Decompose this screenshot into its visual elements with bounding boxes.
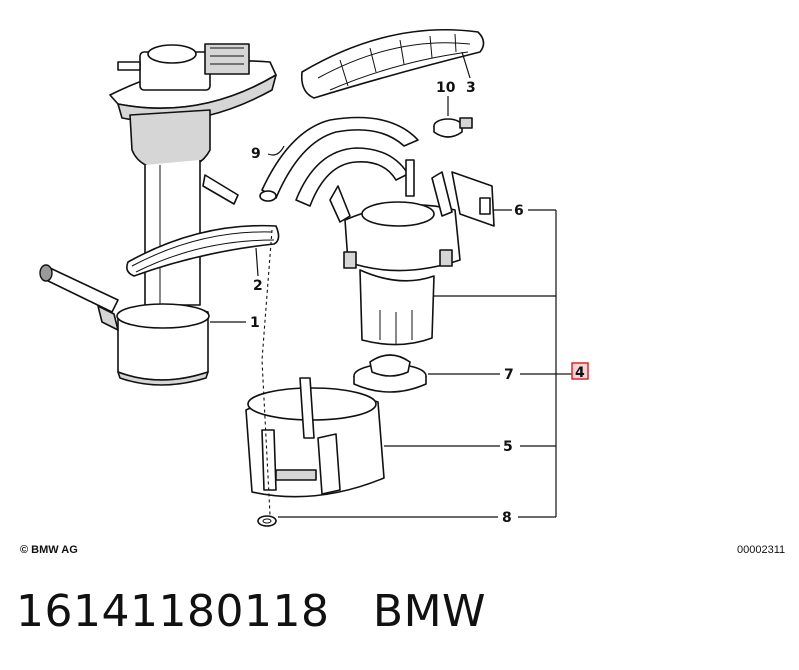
- callout-3: 3: [466, 80, 476, 96]
- part-3-lock-ring: [300, 28, 485, 99]
- brand-name: BMW: [372, 586, 487, 637]
- part-8-o-ring: [257, 515, 277, 527]
- callout-10: 10: [436, 80, 456, 96]
- leader-lines: [210, 51, 572, 518]
- part-number: 16141180118: [16, 586, 330, 637]
- part-5-bracket: [245, 377, 385, 498]
- callout-8: 8: [502, 510, 512, 526]
- copyright-notice: © BMW AG: [20, 544, 78, 556]
- callout-2: 2: [253, 278, 263, 294]
- part-number-title: 16141180118 BMW: [16, 586, 486, 637]
- part-2-gasket: [126, 224, 280, 277]
- parts-diagram: 1 2 3 10 9 6 7 5 8 4 © BMW AG 00002311: [20, 28, 785, 556]
- drawing-number: 00002311: [737, 544, 785, 556]
- part-9-fuel-hose: [259, 116, 419, 207]
- callout-7: 7: [504, 367, 514, 383]
- callout-9: 9: [251, 146, 261, 162]
- callout-5: 5: [503, 439, 513, 455]
- callout-4-highlight-box[interactable]: [571, 362, 589, 380]
- callout-1: 1: [250, 315, 260, 331]
- assembly-guide-line: [261, 229, 273, 516]
- callout-4[interactable]: 4: [575, 365, 585, 381]
- callout-6: 6: [514, 203, 524, 219]
- part-7-pump-cap: [353, 354, 427, 393]
- part-10-hose-clamp: [433, 117, 473, 138]
- part-6-pump-holder: [329, 159, 495, 346]
- part-1-sender-unit: [39, 43, 277, 386]
